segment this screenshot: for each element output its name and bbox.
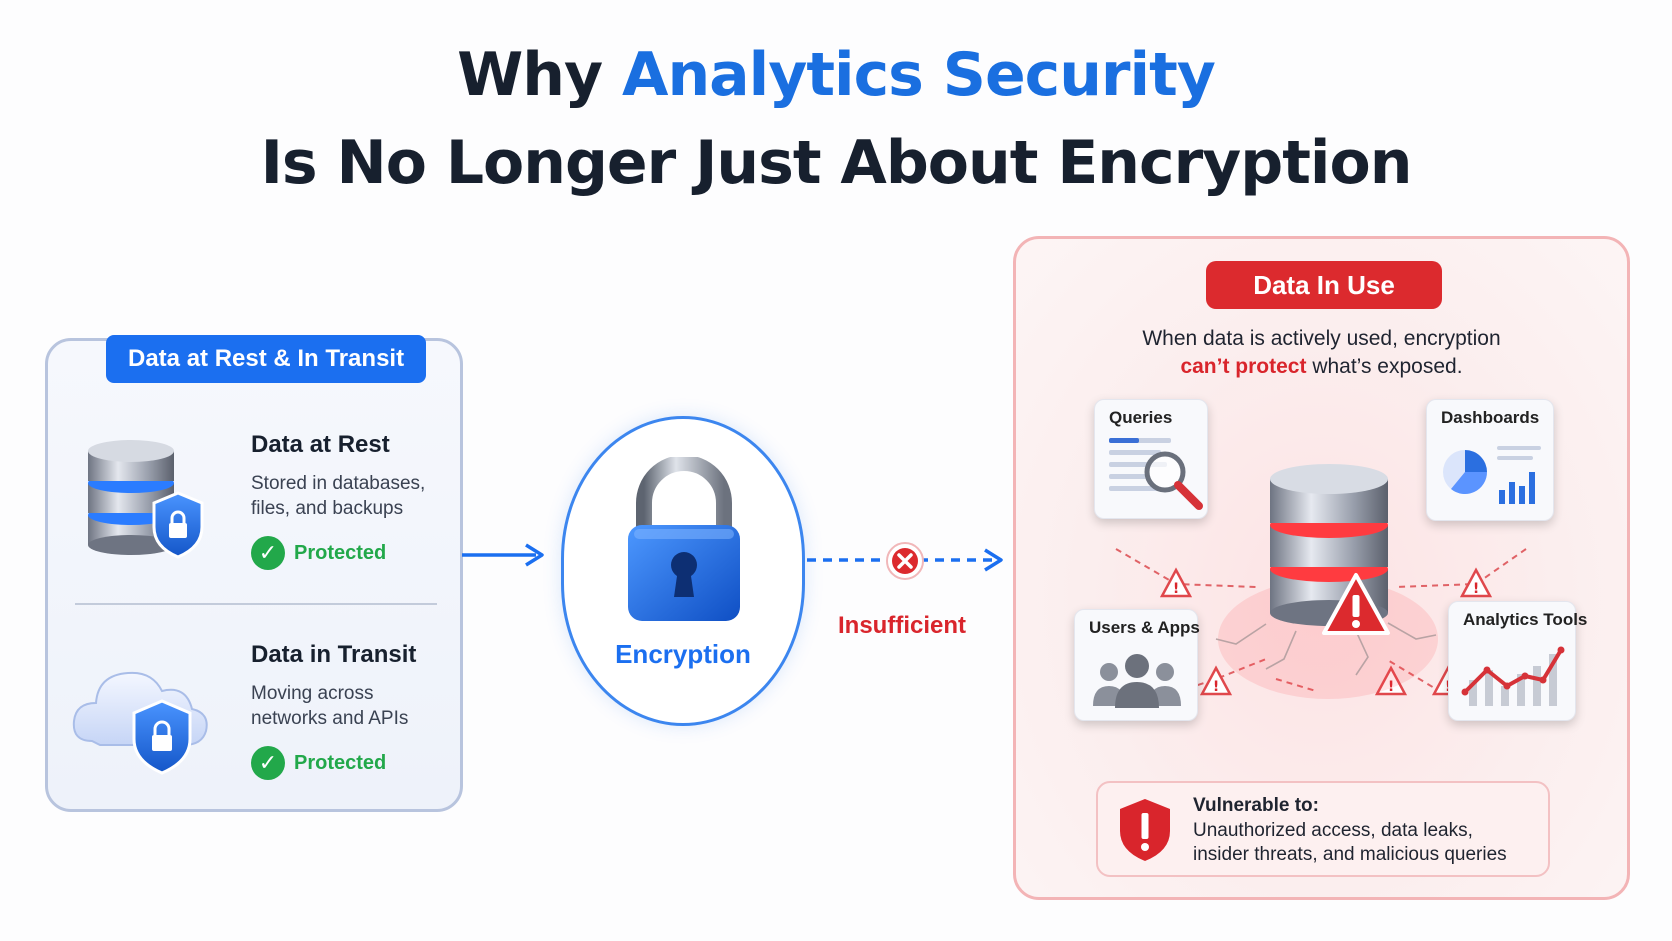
cloud-shield-icon [70,641,210,781]
data-in-use-panel: Data In Use When data is actively used, … [1013,236,1630,900]
insufficient-label: Insufficient [838,612,967,639]
svg-text:!: ! [1473,581,1479,597]
users-icon [1093,654,1181,708]
central-database-icon [1270,464,1388,626]
data-at-rest-heading: Data at Rest [251,431,390,458]
title-accent: Analytics Security [622,40,1216,110]
title-line-2: Is No Longer Just About Encryption [260,128,1413,198]
data-at-rest-status: ✓ Protected [251,536,386,570]
svg-text:!: ! [1388,679,1394,695]
dashboards-card: Dashboards [1426,399,1554,521]
warning-icons: ! ! ! ! ! [1159,567,1493,696]
check-icon: ✓ [251,746,285,780]
description-red: can’t protect [1180,355,1307,378]
description-rest: what’s exposed. [1306,355,1463,378]
search-icon [1109,438,1203,510]
data-at-rest-description: Stored in databases, files, and backups [251,473,426,519]
description-line-1: When data is actively used, encryption [1142,327,1501,350]
data-in-use-tag: Data In Use [1206,261,1442,309]
dashboard-chart-icon [1443,446,1541,504]
dashboards-label: Dashboards [1441,408,1540,427]
users-apps-label: Users & Apps [1089,618,1200,637]
vulnerable-description: Unauthorized access, data leaks, insider… [1193,820,1507,865]
divider [75,603,437,605]
crack-lines [1215,622,1437,676]
data-in-transit-status: ✓ Protected [251,746,386,780]
users-apps-card: Users & Apps [1074,609,1200,721]
title-prefix: Why [457,40,603,110]
exposure-connections: ! ! ! ! ! [1115,464,1527,700]
svg-text:!: ! [1213,679,1219,695]
check-icon: ✓ [251,536,285,570]
left-panel-tag: Data at Rest & In Transit [106,335,427,383]
encryption-node: Encryption [561,416,805,726]
queries-label: Queries [1109,408,1173,427]
alert-icon [1322,573,1390,635]
title-line-1: Why Analytics Security [0,40,1672,110]
data-at-rest-status-label: Protected [294,541,387,564]
analytics-tools-card: Analytics Tools [1448,601,1587,721]
svg-text:!: ! [1173,581,1179,597]
queries-card: Queries [1094,399,1208,519]
vulnerability-box: Vulnerable to: Unauthorized access, data… [1096,781,1550,877]
encryption-label: Encryption [615,639,751,669]
vulnerable-title: Vulnerable to: [1193,795,1319,816]
database-shield-icon [70,431,210,571]
dashed-arrow [807,548,1003,572]
data-in-transit-description: Moving across networks and APIs [251,683,409,729]
shield-alert-icon [1120,799,1170,861]
x-circle-icon [886,542,924,580]
analytics-tools-label: Analytics Tools [1463,610,1588,629]
padlock-icon [628,457,740,621]
data-in-transit-status-label: Protected [294,751,387,774]
data-in-transit-heading: Data in Transit [251,641,417,668]
arrow-right-icon [462,543,544,567]
line-chart-icon [1461,646,1565,706]
data-in-use-description: When data is actively used, encryption c… [1016,325,1627,381]
data-at-rest-transit-panel: Data at Rest & In Transit [45,335,463,812]
